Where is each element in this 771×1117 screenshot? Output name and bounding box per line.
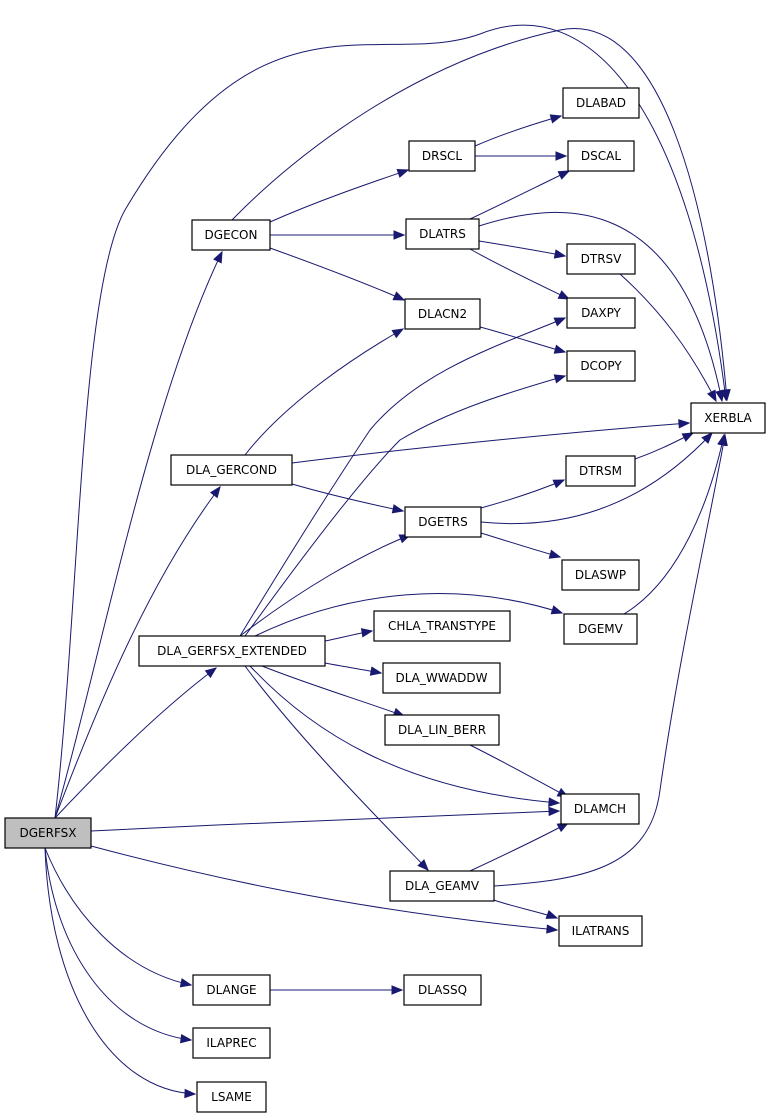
edge-dla_geamv-to-xerbla [493, 433, 728, 887]
node-label: DLABAD [576, 96, 626, 110]
node-daxpy[interactable]: DAXPY [566, 297, 636, 329]
edge-dla_gerfsx_extended-to-dla_wwaddw [324, 662, 383, 676]
node-dla-lin-berr[interactable]: DLA_LIN_BERR [384, 714, 500, 746]
node-label: DLATRS [419, 227, 466, 241]
node-label: DCOPY [580, 359, 622, 373]
node-label: DLASWP [575, 568, 626, 582]
node-dlange[interactable]: DLANGE [192, 974, 271, 1006]
node-dgerfsx[interactable]: DGERFSX [4, 817, 92, 849]
node-dla-geamv[interactable]: DLA_GEAMV [389, 870, 495, 902]
node-label: LSAME [211, 1090, 252, 1104]
node-label: DLASSQ [418, 983, 467, 997]
node-dgetrs[interactable]: DGETRS [404, 506, 482, 538]
node-label: DAXPY [581, 306, 621, 320]
node-dla-wwaddw[interactable]: DLA_WWADDW [382, 662, 501, 694]
edge-dgetrs-to-dtrsm [480, 479, 566, 509]
node-label: DGERFSX [20, 826, 77, 840]
edge-dgecon-to-xerbla [231, 28, 731, 402]
function-nodes: DGERFSX DGECON DRSCL DLABAD DSCAL DLATRS DTRSV… [4, 87, 766, 1113]
edge-dgerfsx-to-dgecon [54, 250, 223, 819]
node-label: DLA_GEAMV [405, 879, 480, 893]
edge-dlacn2-to-dcopy [479, 326, 567, 354]
edge-dlange-to-dlassq [270, 985, 404, 995]
node-label: DLA_LIN_BERR [398, 723, 486, 737]
edge-dla_gerfsx_extended-to-dgemv [254, 593, 564, 637]
node-dcopy[interactable]: DCOPY [566, 350, 636, 382]
node-label: DGETRS [418, 515, 467, 529]
node-label: DRSCL [422, 149, 463, 163]
edge-dgerfsx-to-dlamch [90, 806, 561, 832]
node-dlabad[interactable]: DLABAD [562, 87, 640, 119]
node-label: DLAMCH [574, 802, 626, 816]
node-label: DSCAL [581, 149, 621, 163]
node-label: DLANGE [206, 983, 256, 997]
node-label: XERBLA [704, 411, 752, 425]
node-dgecon[interactable]: DGECON [191, 219, 271, 251]
node-xerbla[interactable]: XERBLA [690, 402, 766, 434]
edge-drscl-to-dlabad [474, 114, 563, 147]
edge-dgecon-to-dlacn2 [269, 247, 406, 301]
edge-dgecon-to-dlatrs [270, 230, 406, 240]
edge-dla_gerfsx_extended-to-chla_transtype [324, 628, 374, 642]
edge-dgerfsx-to-dlange [44, 847, 193, 988]
node-label: CHLA_TRANSTYPE [388, 619, 496, 633]
edge-dla_gercond-to-dlacn2 [244, 328, 405, 456]
node-drscl[interactable]: DRSCL [408, 140, 476, 172]
node-dtrsv[interactable]: DTRSV [566, 243, 636, 275]
edge-dla_lin_berr-to-dlamch [469, 744, 570, 798]
edge-dla_gerfsx_extended-to-dcopy [244, 374, 567, 637]
edge-dlatrs-to-dscal [469, 170, 571, 220]
edge-dla_geamv-to-dlamch [469, 822, 570, 872]
node-label: DLA_WWADDW [395, 671, 487, 685]
edge-dgetrs-to-dlaswp [480, 532, 562, 559]
edge-drscl-to-dscal [475, 151, 568, 161]
edge-dgecon-to-drscl [269, 168, 410, 223]
edge-dla_gerfsx_extended-to-dla_geamv [244, 665, 429, 871]
node-chla-transtype[interactable]: CHLA_TRANSTYPE [373, 610, 511, 642]
node-ilaprec[interactable]: ILAPREC [192, 1027, 271, 1059]
edge-dla_gercond-to-dgetrs [291, 483, 405, 514]
node-ilatrans[interactable]: ILATRANS [558, 915, 643, 947]
node-dlassq[interactable]: DLASSQ [403, 974, 482, 1006]
node-dlaswp[interactable]: DLASWP [561, 559, 640, 591]
node-label: DLA_GERCOND [186, 463, 277, 477]
edge-dgerfsx-to-dla_gercond [54, 485, 221, 819]
node-dlamch[interactable]: DLAMCH [560, 793, 640, 825]
node-label: DTRSV [581, 252, 623, 266]
node-dla-gercond[interactable]: DLA_GERCOND [170, 454, 293, 486]
node-label: DTRSM [579, 464, 622, 478]
node-dlatrs[interactable]: DLATRS [405, 218, 480, 250]
node-dtrsm[interactable]: DTRSM [565, 455, 636, 487]
edge-dtrsm-to-xerbla [634, 432, 695, 460]
edge-dgerfsx-to-lsame [44, 847, 197, 1099]
node-dscal[interactable]: DSCAL [567, 140, 635, 172]
node-label: DGECON [205, 228, 258, 242]
edge-dgerfsx-to-dla_gerfsx_extended [54, 667, 218, 819]
node-label: DLACN2 [418, 307, 467, 321]
edge-dla_gerfsx_extended-to-daxpy [239, 317, 567, 637]
edge-dlatrs-to-dtrsv [478, 240, 567, 259]
edge-dlatrs-to-daxpy [469, 248, 571, 300]
node-dlacn2[interactable]: DLACN2 [404, 298, 481, 330]
edge-dlatrs-to-xerbla [478, 211, 725, 403]
edge-dgetrs-to-xerbla [480, 432, 713, 525]
node-label: DLA_GERFSX_EXTENDED [157, 644, 307, 658]
edge-dtrsv-to-xerbla [619, 273, 717, 403]
edge-dgerfsx-to-ilatrans [90, 845, 559, 934]
edge-dla_gerfsx_extended-to-dlamch [249, 665, 561, 807]
edge-dla_geamv-to-ilatrans [493, 899, 559, 919]
node-label: ILATRANS [572, 924, 630, 938]
node-lsame[interactable]: LSAME [196, 1081, 267, 1113]
node-label: ILAPREC [206, 1036, 256, 1050]
node-dgemv[interactable]: DGEMV [563, 613, 638, 645]
edge-dla_gercond-to-xerbla [291, 419, 691, 464]
node-dla-gerfsx-extended[interactable]: DLA_GERFSX_EXTENDED [138, 635, 326, 667]
node-label: DGEMV [578, 622, 623, 636]
edge-dgerfsx-to-ilaprec [44, 847, 193, 1044]
